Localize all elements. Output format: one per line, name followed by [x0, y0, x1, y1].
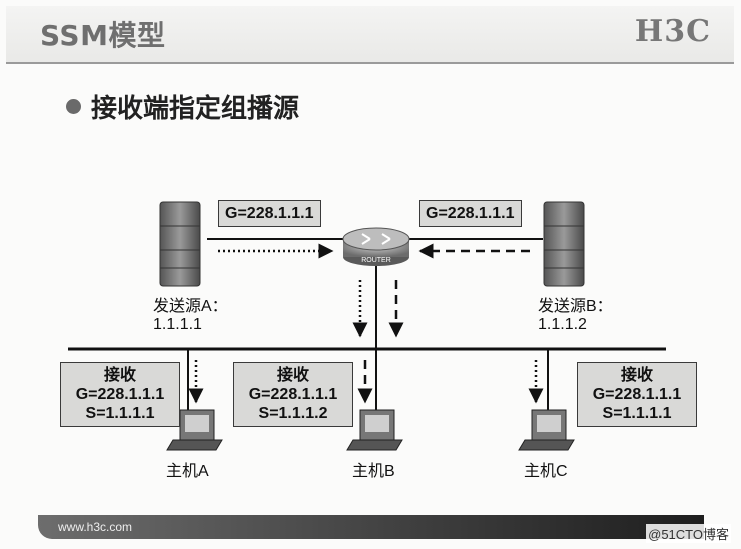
- host-c-name: 主机C: [524, 463, 568, 480]
- host-a-pc-icon: [166, 409, 223, 451]
- host-c-pc-icon: [518, 409, 575, 451]
- host-a-box-source: S=1.1.1.1: [85, 405, 155, 422]
- server-b-icon: [543, 201, 585, 287]
- source-b-group-label: G=228.1.1.1: [419, 200, 522, 227]
- h3c-logo: H3C: [634, 14, 711, 49]
- host-c-subscription-box: 接收 G=228.1.1.1 S=1.1.1.1: [577, 362, 697, 427]
- host-b-box-title: 接收: [276, 367, 309, 384]
- host-c-box-group: G=228.1.1.1: [592, 386, 682, 403]
- watermark: @51CTO博客: [646, 524, 731, 543]
- bullet-dot-icon: [66, 99, 81, 114]
- host-a-box-title: 接收: [103, 367, 136, 384]
- footer-bar: [38, 515, 704, 539]
- host-c-box-source: S=1.1.1.1: [602, 405, 672, 422]
- title-bar: [6, 6, 734, 64]
- host-c-box-title: 接收: [620, 367, 653, 384]
- source-a-address: 1.1.1.1: [153, 316, 202, 333]
- host-a-subscription-box: 接收 G=228.1.1.1 S=1.1.1.1: [60, 362, 180, 427]
- host-b-pc-icon: [346, 409, 403, 451]
- host-b-subscription-box: 接收 G=228.1.1.1 S=1.1.1.2: [233, 362, 353, 427]
- router-icon: [342, 227, 410, 266]
- router-label: ROUTER: [361, 257, 391, 264]
- source-b-caption: 发送源B： 1.1.1.2: [538, 292, 613, 334]
- slide-title: SSM模型: [40, 19, 166, 52]
- source-a-caption-name: 发送源A：: [153, 298, 228, 315]
- host-a-name: 主机A: [166, 463, 209, 480]
- server-a-icon: [159, 201, 201, 287]
- host-b-box-group: G=228.1.1.1: [248, 386, 338, 403]
- host-b-box-source: S=1.1.1.2: [258, 405, 328, 422]
- host-a-box-group: G=228.1.1.1: [75, 386, 165, 403]
- footer-url: www.h3c.com: [58, 520, 133, 534]
- bullet-row: 接收端指定组播源: [66, 88, 299, 125]
- source-a-group-label: G=228.1.1.1: [218, 200, 321, 227]
- source-a-caption: 发送源A： 1.1.1.1: [153, 292, 228, 334]
- source-b-caption-name: 发送源B：: [538, 298, 613, 315]
- host-b-name: 主机B: [352, 463, 395, 480]
- bullet-text: 接收端指定组播源: [91, 94, 300, 124]
- source-b-address: 1.1.1.2: [538, 316, 587, 333]
